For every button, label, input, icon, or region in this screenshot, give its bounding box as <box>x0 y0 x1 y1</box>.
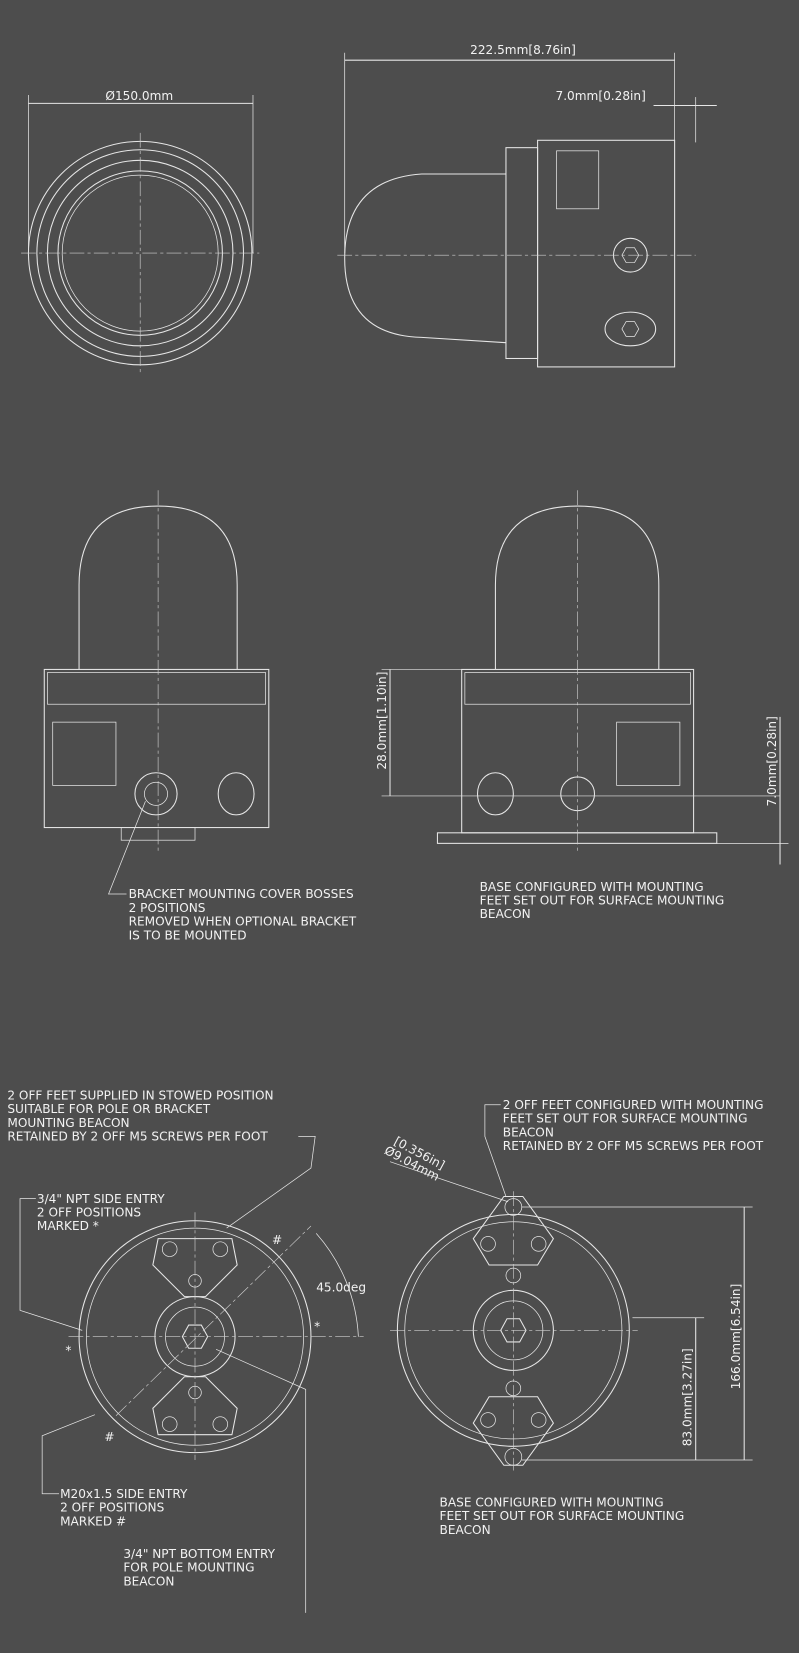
half-dimension: 83.0mm[3.27in] <box>680 1348 694 1446</box>
length-dimension: 222.5mm[8.76in] <box>470 43 576 57</box>
npt-side-entry-note: 3/4" NPT SIDE ENTRY 2 OFF POSITIONS MARK… <box>37 1192 169 1233</box>
angle-dimension: 45.0deg <box>316 1280 366 1294</box>
height-dimension: 28.0mm[1.10in] <box>375 672 389 770</box>
overall-dimension: 166.0mm[6.54in] <box>729 1284 743 1390</box>
hole-dimension: [0.356in] Ø9.04mm <box>382 1132 450 1185</box>
hash-mark-top: # <box>272 1233 282 1247</box>
bottom-right-view: 2 OFF FEET CONFIGURED WITH MOUNTING FEET… <box>382 1098 768 1537</box>
stowed-feet-note: 2 OFF FEET SUPPLIED IN STOWED POSITION S… <box>7 1089 277 1144</box>
surface-mount-note-bottom: BASE CONFIGURED WITH MOUNTING FEET SET O… <box>440 1495 689 1536</box>
side-view: 222.5mm[8.76in] 7.0mm[0.28in] <box>337 43 717 368</box>
star-mark-left: * <box>65 1344 71 1358</box>
configured-feet-note: 2 OFF FEET CONFIGURED WITH MOUNTING FEET… <box>503 1098 768 1153</box>
surface-mount-note: BASE CONFIGURED WITH MOUNTING FEET SET O… <box>480 880 729 921</box>
bottom-left-view: 2 OFF FEET SUPPLIED IN STOWED POSITION S… <box>7 1089 366 1613</box>
front-view: BRACKET MOUNTING COVER BOSSES 2 POSITION… <box>43 490 360 942</box>
bracket-note: BRACKET MOUNTING COVER BOSSES 2 POSITION… <box>129 887 360 942</box>
feet-dimension: 7.0mm[0.28in] <box>765 716 779 806</box>
top-view: Ø150.0mm <box>21 89 260 374</box>
hash-mark-bottom: # <box>104 1430 114 1444</box>
diameter-dimension: Ø150.0mm <box>105 89 173 103</box>
npt-bottom-entry-note: 3/4" NPT BOTTOM ENTRY FOR POLE MOUNTING … <box>123 1547 279 1588</box>
offset-dimension: 7.0mm[0.28in] <box>556 89 646 103</box>
star-mark-right: * <box>314 1319 320 1333</box>
m20-side-entry-note: M20x1.5 SIDE ENTRY 2 OFF POSITIONS MARKE… <box>60 1487 191 1528</box>
rear-view: 28.0mm[1.10in] 7.0mm[0.28in] BASE CONFIG… <box>375 490 789 921</box>
